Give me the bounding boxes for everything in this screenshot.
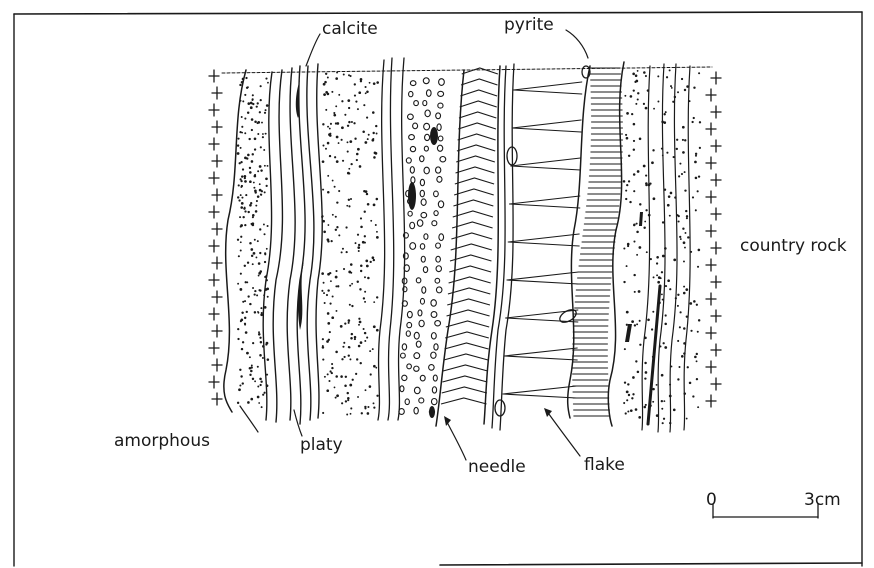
label-pyrite: pyrite [504, 15, 554, 35]
dark-inclusions [408, 127, 438, 418]
label-amorphous: amorphous [114, 431, 210, 451]
country-rock-right-symbols [706, 72, 721, 407]
country-rock-left-symbols [209, 70, 222, 405]
platy-zone [263, 64, 322, 424]
label-flake: flake [584, 455, 625, 475]
scale-bar-end-label: 3cm [804, 490, 841, 510]
needle-zone [436, 64, 514, 430]
granular-zone [399, 78, 446, 415]
boundary-lines-middle [378, 58, 405, 420]
amorphous-stipple-right [623, 69, 701, 424]
label-needle: needle [468, 457, 526, 477]
scale-bar-start-label: 0 [706, 490, 717, 510]
flake-zone [495, 62, 624, 426]
label-calcite: calcite [322, 19, 378, 39]
label-country-rock: country rock [740, 236, 847, 256]
label-platy: platy [300, 435, 343, 455]
scale-bar: 0 3cm [706, 490, 841, 518]
flake-lines [503, 82, 582, 398]
amorphous-stipple-middle [321, 72, 379, 416]
right-zone-lines [625, 64, 690, 432]
amorphous-zone-left-boundary [224, 70, 246, 412]
